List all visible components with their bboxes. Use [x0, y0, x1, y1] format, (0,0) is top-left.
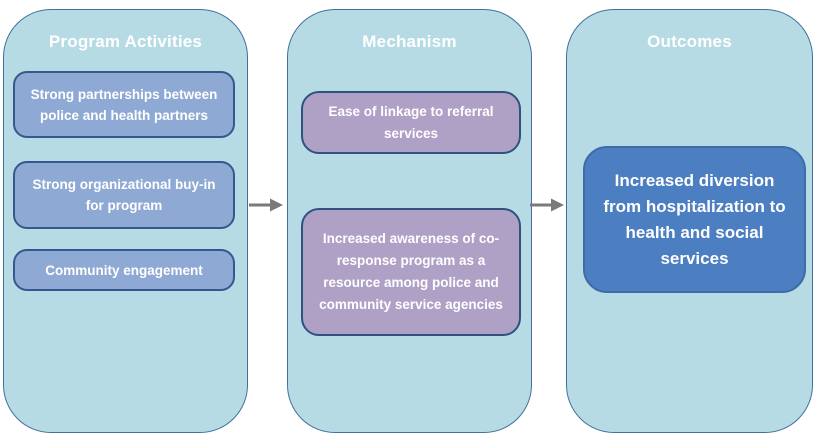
column-mechanism: Mechanism Ease of linkage to referral se… [287, 9, 532, 433]
column-title: Outcomes [647, 32, 732, 51]
column-title: Mechanism [362, 32, 457, 51]
outcome-box: Increased diversion from hospitalization… [583, 146, 806, 293]
outcome-box-label: Increased diversion from hospitalization… [603, 170, 786, 268]
activity-box-label: Strong organizational buy-in for program [32, 177, 216, 213]
activity-box: Community engagement [13, 249, 235, 291]
activity-box: Strong organizational buy-in for program [13, 161, 235, 229]
column-program-activities: Program Activities Strong partnerships b… [3, 9, 248, 433]
column-outcomes: Outcomes Increased diversion from hospit… [566, 9, 813, 433]
mechanism-box: Ease of linkage to referral services [301, 91, 521, 154]
flow-arrow-icon [530, 198, 564, 212]
mechanism-box-label: Ease of linkage to referral services [328, 103, 494, 141]
flow-arrow-icon [249, 198, 283, 212]
activity-box: Strong partnerships between police and h… [13, 71, 235, 138]
activity-box-label: Strong partnerships between police and h… [30, 86, 218, 123]
activity-box-label: Community engagement [45, 262, 203, 278]
column-title: Program Activities [48, 32, 203, 51]
mechanism-box-label: Increased awareness of co-response progr… [319, 231, 503, 312]
mechanism-box: Increased awareness of co-response progr… [301, 208, 521, 336]
